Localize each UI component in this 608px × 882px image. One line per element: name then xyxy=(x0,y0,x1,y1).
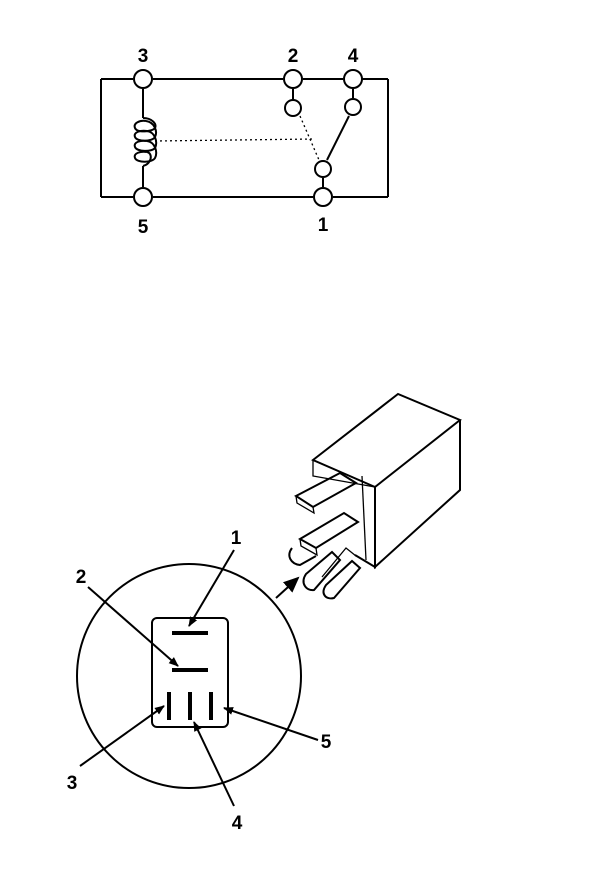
schematic-frame xyxy=(100,78,389,198)
view-direction-arrow xyxy=(275,576,300,599)
callout-4: 4 xyxy=(232,813,243,834)
terminal-5-node xyxy=(133,187,153,207)
relay-body-illustration xyxy=(288,392,462,600)
coil-winding xyxy=(133,89,158,187)
terminal-3-node xyxy=(133,69,153,89)
pin-label-5: 5 xyxy=(138,217,149,238)
no-contact-node xyxy=(344,98,362,116)
common-contact-node xyxy=(314,160,332,178)
callout-1: 1 xyxy=(231,528,242,549)
leader-3 xyxy=(79,705,165,767)
switch-contacts xyxy=(154,89,354,187)
terminal-1-node xyxy=(313,187,333,207)
leader-5 xyxy=(223,707,319,741)
leader-4 xyxy=(193,721,235,807)
magnify-circle xyxy=(76,563,302,789)
callout-2: 2 xyxy=(76,567,87,588)
pin-label-2: 2 xyxy=(288,46,299,67)
pin-label-3: 3 xyxy=(138,46,149,67)
callout-5: 5 xyxy=(321,732,332,753)
leader-1 xyxy=(188,549,235,627)
relay-terminal-blades xyxy=(288,471,362,600)
leader-2 xyxy=(87,586,179,667)
callout-3: 3 xyxy=(67,773,78,794)
relay-schematic: 3 2 4 5 1 xyxy=(100,46,389,238)
terminal-4-node xyxy=(343,69,363,89)
terminal-2-node xyxy=(283,69,303,89)
connector-end-view: 1 2 3 4 5 xyxy=(67,528,332,834)
pin-label-1: 1 xyxy=(318,215,329,236)
pin-label-4: 4 xyxy=(348,46,359,67)
nc-contact-node xyxy=(284,99,302,117)
